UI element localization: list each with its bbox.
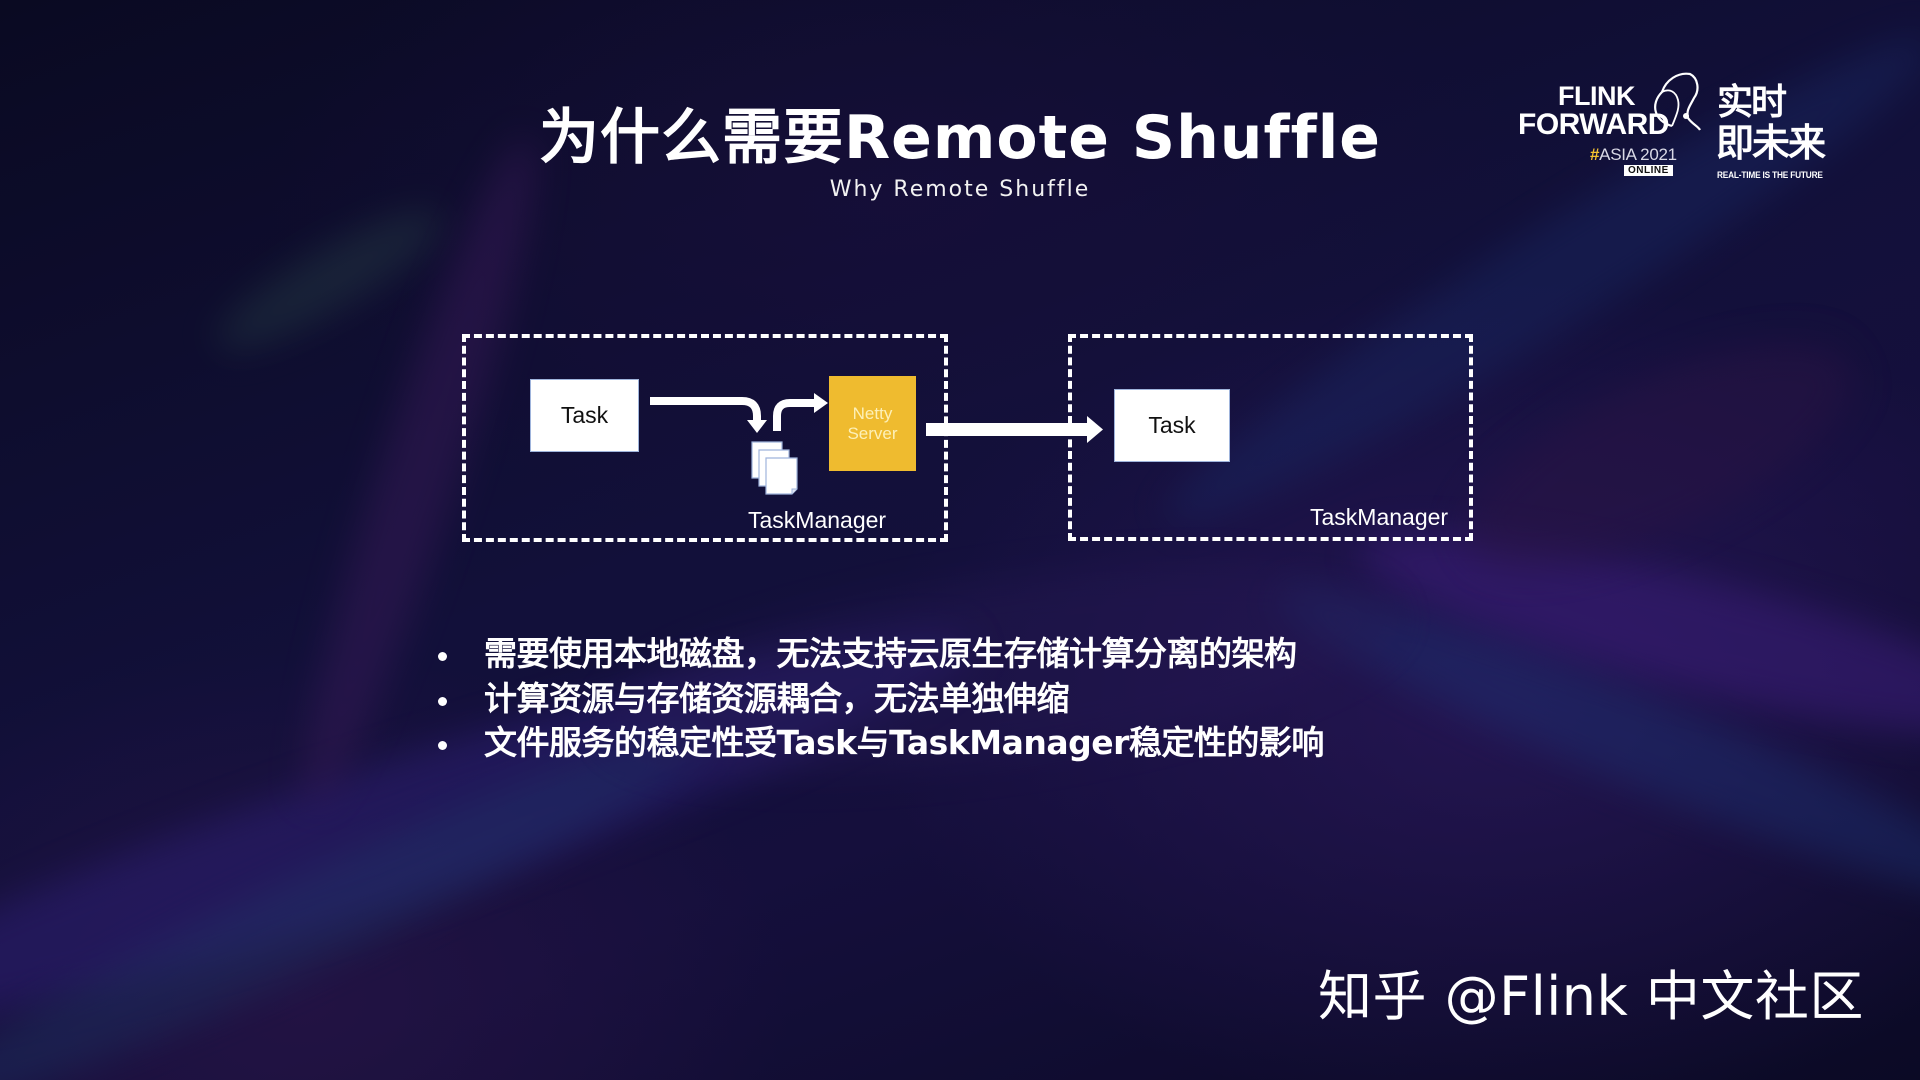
- netty-label-line2: Server: [847, 423, 898, 443]
- task-box-left: Task: [530, 379, 639, 452]
- netty-server-box: Netty Server: [829, 376, 916, 471]
- netty-label-line1: Netty: [852, 403, 893, 423]
- bullet-text: 需要使用本地磁盘，无法支持云原生存储计算分离的架构: [484, 634, 1297, 673]
- slogan-cn-line1: 实时: [1717, 82, 1787, 123]
- squirrel-icon: [1654, 72, 1701, 131]
- bullet-text: 文件服务的稳定性受Task与TaskManager稳定性的影响: [484, 723, 1324, 762]
- logo-hash: #: [1590, 145, 1600, 164]
- taskmanager-left-label: TaskManager: [748, 507, 887, 533]
- logo-forward: FORWARD: [1518, 108, 1669, 141]
- bullet-item: 需要使用本地磁盘，无法支持云原生存储计算分离的架构: [432, 632, 1324, 677]
- logo-flink: FLINK: [1558, 81, 1635, 111]
- taskmanager-right-container: [1068, 334, 1473, 541]
- bullet-item: 文件服务的稳定性受Task与TaskManager稳定性的影响: [432, 721, 1324, 766]
- bullet-item: 计算资源与存储资源耦合，无法单独伸缩: [432, 677, 1324, 722]
- logo-event: #ASIA 2021: [1590, 146, 1677, 164]
- bullet-list: 需要使用本地磁盘，无法支持云原生存储计算分离的架构 计算资源与存储资源耦合，无法…: [432, 632, 1324, 766]
- bullet-dot-icon: [438, 696, 447, 706]
- bullet-dot-icon: [438, 741, 447, 750]
- task-left-label: Task: [560, 402, 609, 428]
- slide-subtitle: Why Remote Shuffle: [829, 177, 1091, 202]
- flink-forward-logo: FLINK FORWARD #ASIA 2021 ONLINE 实时 即未来 R…: [1510, 70, 1850, 185]
- slogan-cn-line2: 即未来: [1716, 121, 1826, 165]
- slide-title: 为什么需要Remote Shuffle: [538, 103, 1381, 173]
- slogan-en: REAL-TIME IS THE FUTURE: [1717, 170, 1823, 180]
- bullet-text: 计算资源与存储资源耦合，无法单独伸缩: [484, 678, 1070, 718]
- taskmanager-right-label: TaskManager: [1310, 504, 1449, 530]
- zhihu-watermark: 知乎 @Flink 中文社区: [1318, 965, 1864, 1028]
- bullet-dot-icon: [438, 652, 447, 661]
- task-box-right: Task: [1114, 389, 1230, 462]
- task-right-label: Task: [1148, 412, 1196, 438]
- taskmanager-left-container: [462, 334, 948, 542]
- online-badge: ONLINE: [1624, 165, 1673, 176]
- logo-event-name: ASIA 2021: [1599, 145, 1677, 164]
